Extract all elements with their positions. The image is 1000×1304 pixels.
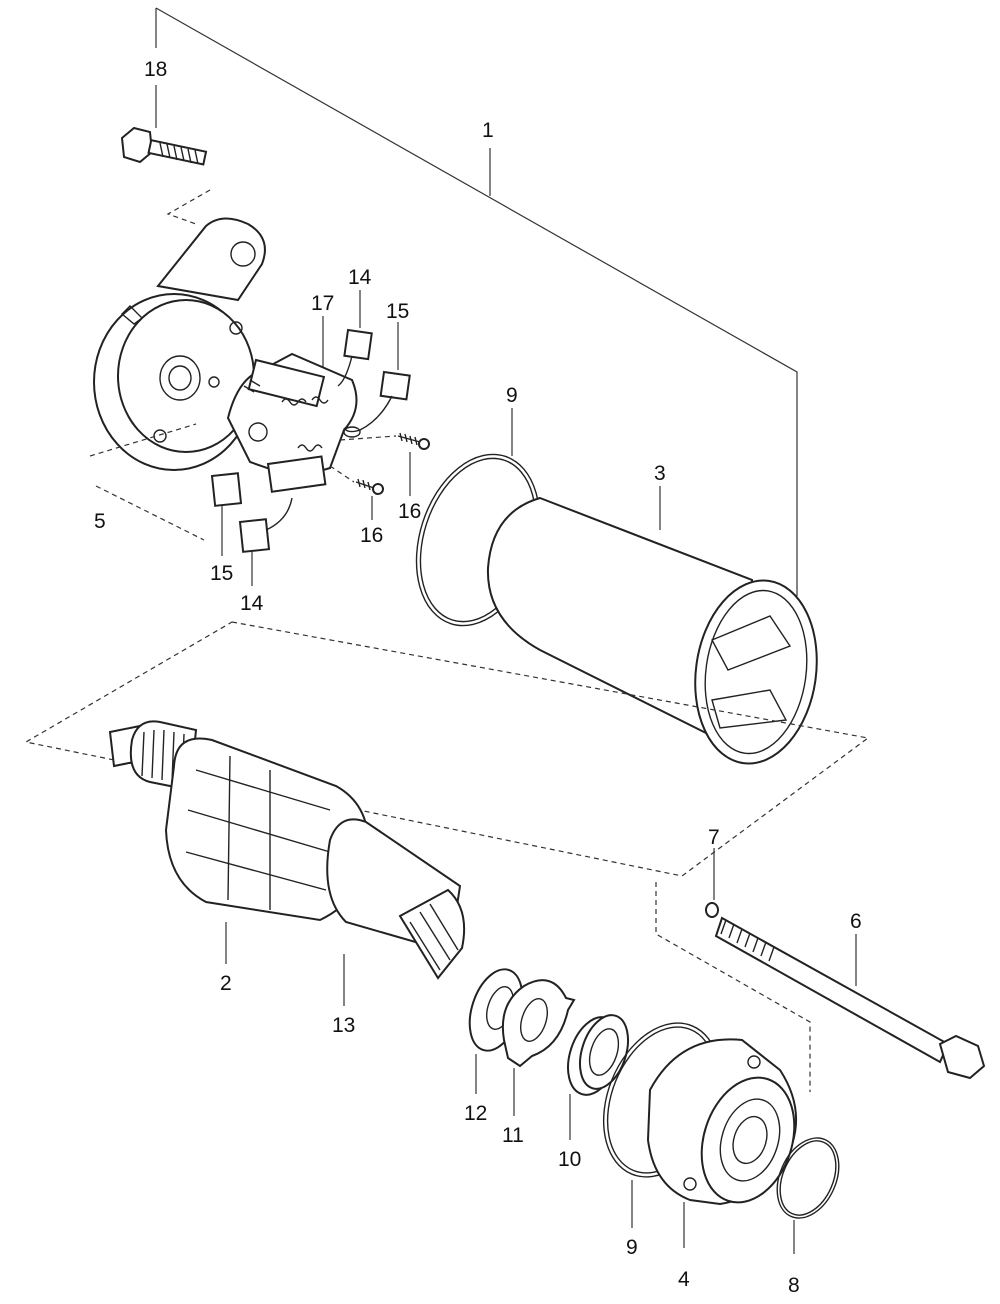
part-14-brush-bottom <box>238 497 293 586</box>
part-4-front-cover <box>646 1038 798 1248</box>
part-3-yoke-housing <box>486 486 818 765</box>
part-7-washer <box>705 848 719 918</box>
callout-1: 1 <box>482 119 494 142</box>
callout-17: 17 <box>311 292 334 315</box>
callout-8: 8 <box>788 1274 800 1297</box>
part-16-screw-left <box>329 465 384 520</box>
part-15-brush-top <box>343 322 411 438</box>
callout-15-top: 15 <box>386 300 409 323</box>
callout-15-bottom: 15 <box>210 562 233 585</box>
callout-9-bottom: 9 <box>626 1236 638 1259</box>
callout-10: 10 <box>558 1148 581 1171</box>
part-8-o-ring <box>776 1137 840 1254</box>
part-10-oil-seal <box>567 1014 629 1140</box>
callout-11: 11 <box>502 1124 524 1147</box>
callout-3: 3 <box>654 462 666 485</box>
part-6-through-bolt <box>655 882 986 1092</box>
part-11-washer <box>501 979 576 1116</box>
part-18-bolt <box>120 85 208 166</box>
callout-2: 2 <box>220 972 232 995</box>
callout-18: 18 <box>144 58 167 81</box>
callout-16-left: 16 <box>360 524 383 547</box>
part-2-armature <box>108 720 466 1006</box>
callout-9-top: 9 <box>506 384 518 407</box>
callout-12: 12 <box>464 1102 487 1125</box>
callout-4: 4 <box>678 1268 690 1291</box>
part-14-brush-top <box>337 290 373 387</box>
callout-5: 5 <box>94 510 106 533</box>
callout-7: 7 <box>708 826 720 849</box>
callout-14-bottom: 14 <box>240 592 264 615</box>
part-17-brush-holder <box>226 316 358 493</box>
callout-13: 13 <box>332 1014 355 1037</box>
callout-6: 6 <box>850 910 862 933</box>
part-15-brush-bottom <box>210 472 243 556</box>
callout-labels: 18 1 14 17 15 9 3 16 5 16 15 14 7 6 2 13… <box>94 58 862 1297</box>
callout-16-right: 16 <box>398 500 421 523</box>
part-16-screw-right <box>339 432 430 496</box>
callout-14-top: 14 <box>348 266 372 289</box>
assembly-bracket-1 <box>155 7 798 596</box>
